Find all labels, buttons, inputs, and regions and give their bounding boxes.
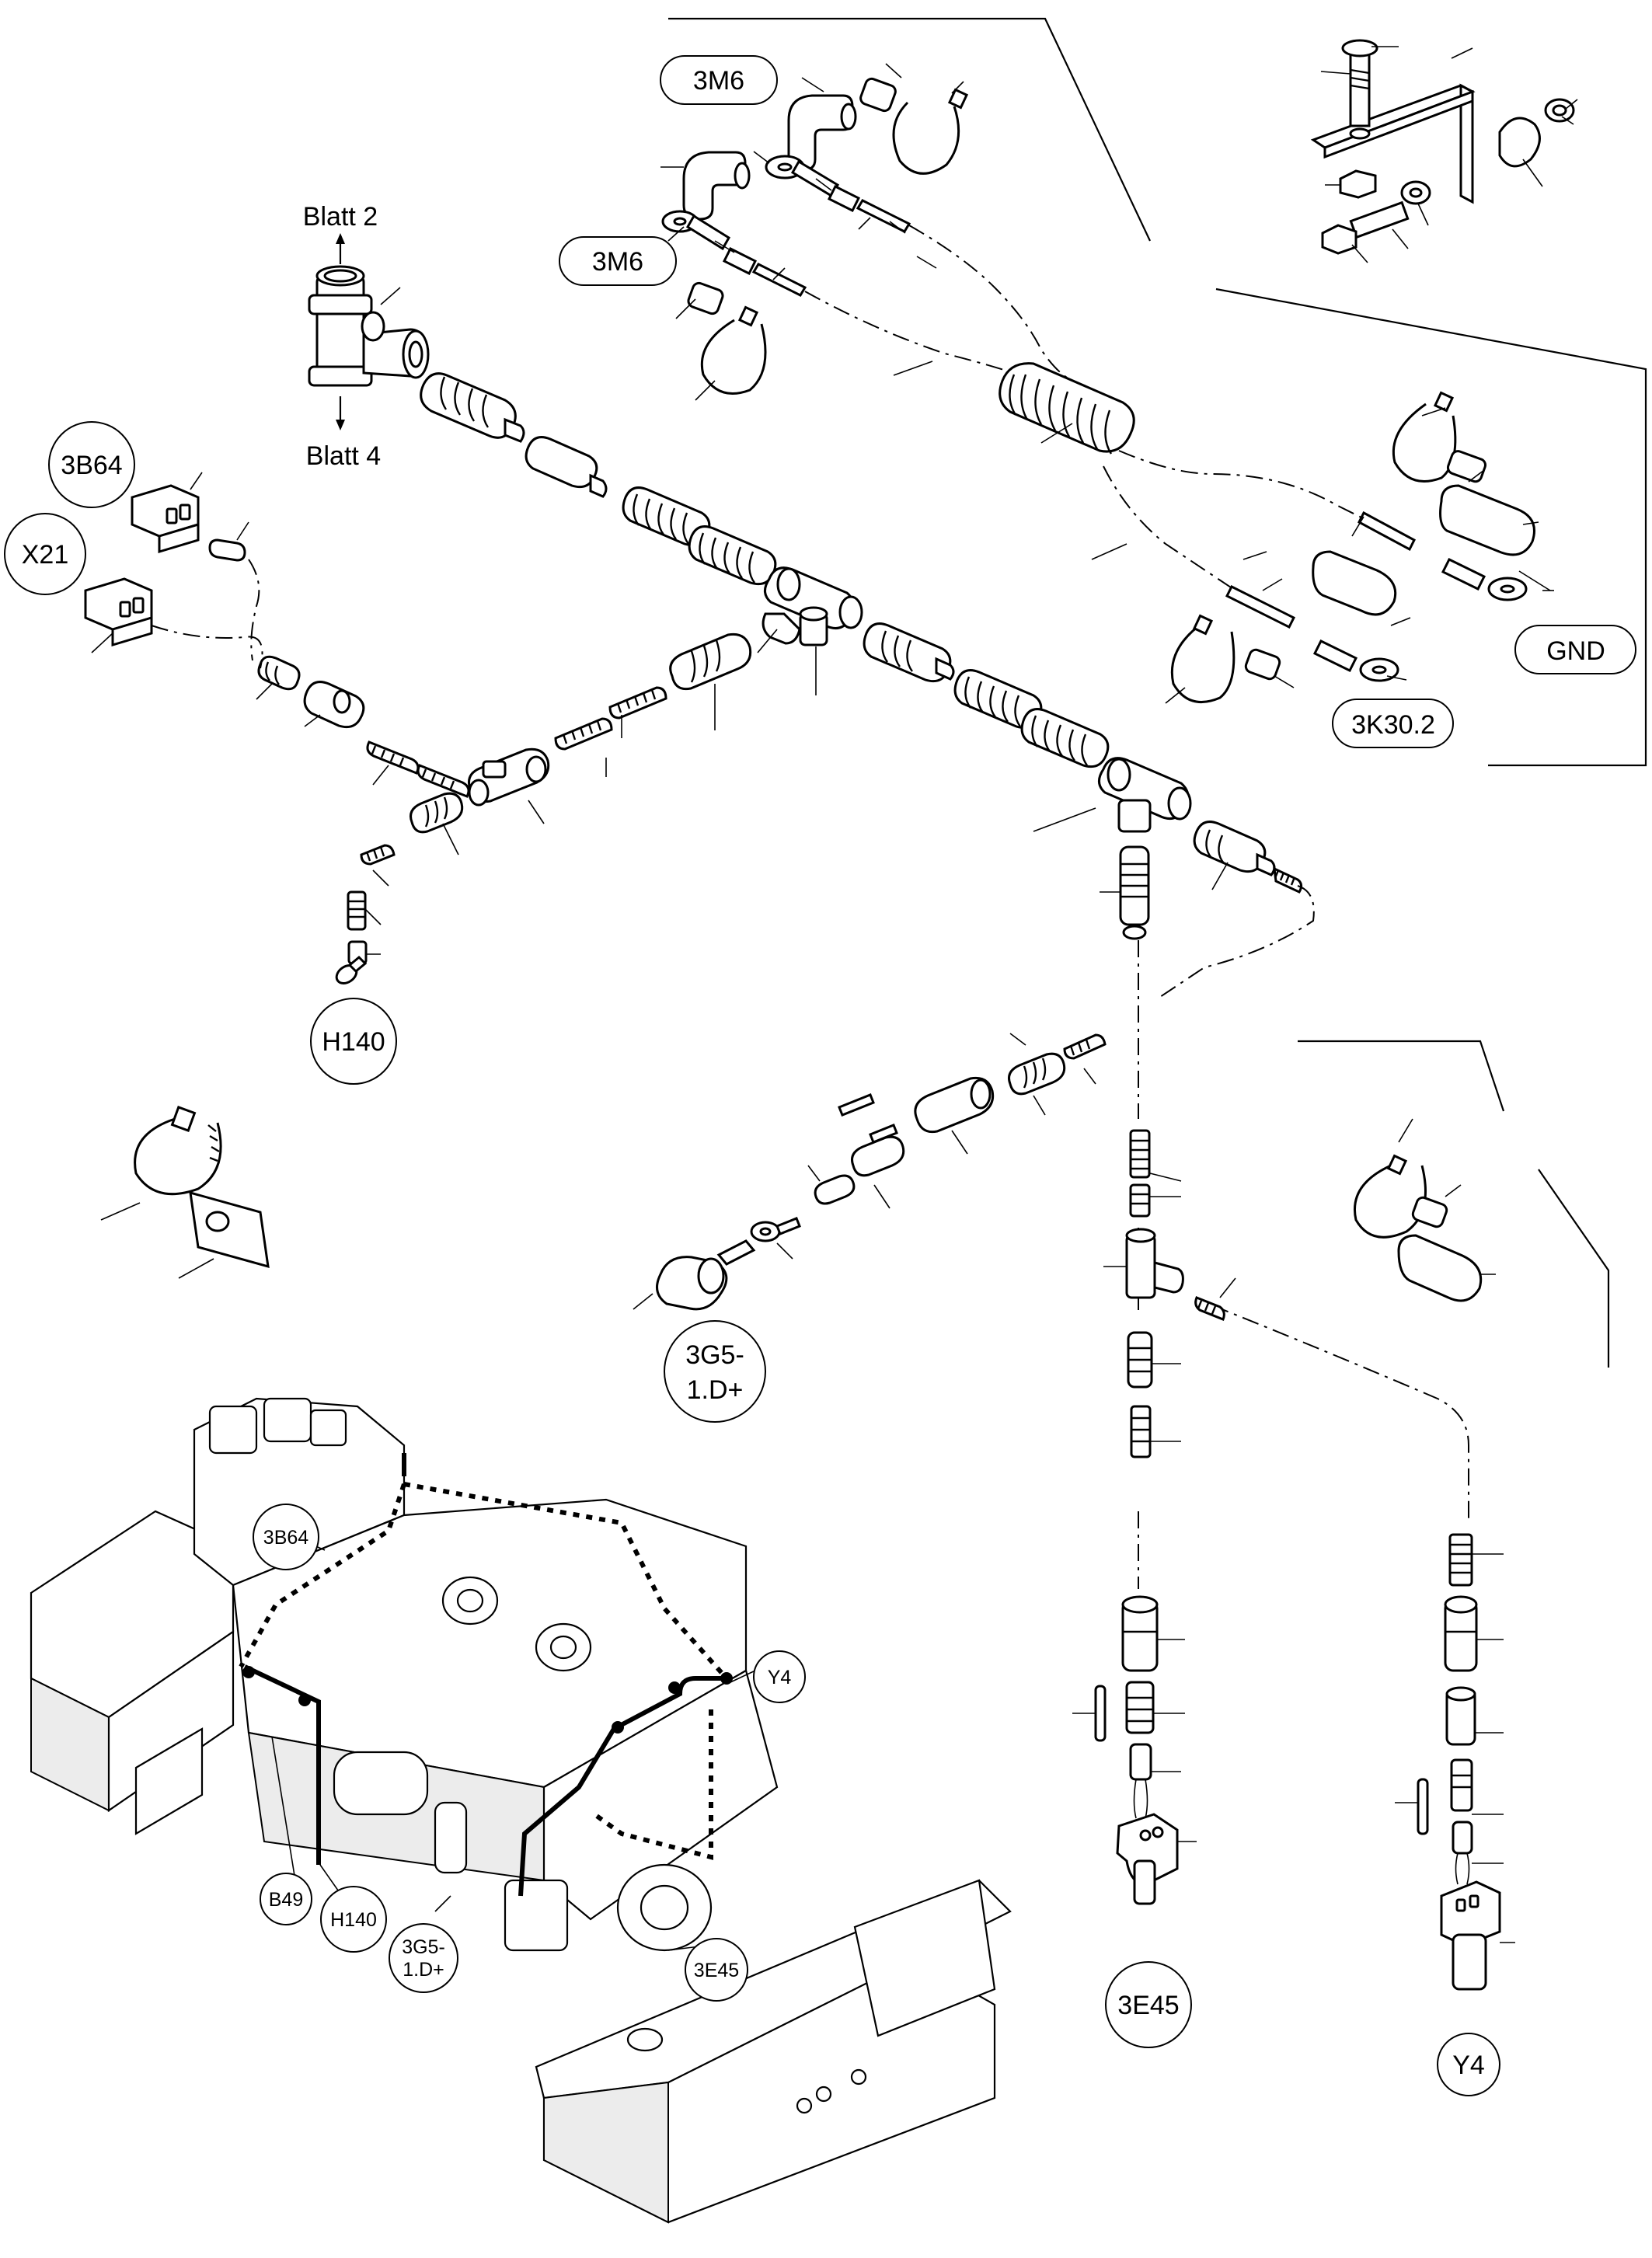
label-3k302: 3K30.2 (1351, 710, 1435, 740)
bubble-3m6-mid (559, 236, 677, 286)
bubble-3k302 (1332, 699, 1454, 748)
tee-junction-blatt (308, 233, 430, 430)
bubble-engine-h140 (320, 1886, 387, 1953)
label-engine-3g5-line1: 3G5- (402, 1936, 445, 1958)
label-engine-3g5-line2: 1.D+ (403, 1959, 444, 1981)
bubble-engine-3b64 (253, 1504, 319, 1570)
label-y4: Y4 (1452, 2051, 1485, 2080)
y4-column (1354, 1118, 1515, 1991)
bubble-gnd (1514, 625, 1636, 674)
label-3b64: 3B64 (61, 451, 122, 480)
bubble-engine-3g5 (389, 1923, 458, 1993)
bracket-assembly (1310, 39, 1578, 263)
label-engine-h140: H140 (330, 1909, 377, 1931)
bubble-engine-3e45 (685, 1938, 748, 2002)
label-engine-y4: Y4 (768, 1667, 792, 1688)
bubble-engine-b49 (260, 1873, 312, 1925)
label-h140: H140 (322, 1027, 385, 1057)
label-engine-b49: B49 (269, 1889, 303, 1911)
bubble-y4 (1437, 2033, 1500, 2096)
gnd-parts (1165, 391, 1554, 704)
label-blatt-2: Blatt 2 (303, 202, 378, 232)
label-3m6-top: 3M6 (693, 66, 744, 96)
label-engine-3e45: 3E45 (694, 1960, 739, 1981)
bubble-3e45 (1105, 1961, 1192, 2048)
bubble-x21 (4, 513, 86, 595)
engine-illustration (30, 1397, 1012, 2224)
bubble-3g5 (664, 1320, 766, 1423)
3e45-column (1072, 1129, 1236, 1905)
label-engine-3b64: 3B64 (263, 1527, 308, 1549)
engine-callout-labels: 3B64 Y4 B49 H140 3G5- 1.D+ 3E45 (253, 1504, 806, 2002)
top-connector-parts (660, 63, 969, 401)
3g5-branch-parts (633, 1033, 1107, 1311)
bubble-3m6-top (660, 55, 778, 105)
label-3m6-mid: 3M6 (592, 247, 643, 277)
callout-labels: Blatt 2 Blatt 4 3M6 3M6 3B64 X21 H140 GN… (4, 55, 1636, 2096)
label-3g5-line1: 3G5- (685, 1340, 744, 1370)
label-3g5-line2: 1.D+ (687, 1375, 744, 1405)
left-connectors (84, 472, 263, 669)
label-3e45: 3E45 (1117, 1991, 1179, 2020)
label-gnd: GND (1546, 636, 1605, 666)
label-blatt-4: Blatt 4 (306, 441, 381, 471)
clamp-left (100, 1106, 270, 1279)
main-harness-trunk (256, 372, 1303, 984)
bubble-h140 (310, 998, 397, 1085)
bubble-3b64 (48, 421, 135, 508)
bubble-engine-y4 (753, 1650, 806, 1703)
large-boot (893, 361, 1135, 560)
frame-lines (668, 17, 1647, 1368)
label-x21: X21 (22, 540, 69, 570)
